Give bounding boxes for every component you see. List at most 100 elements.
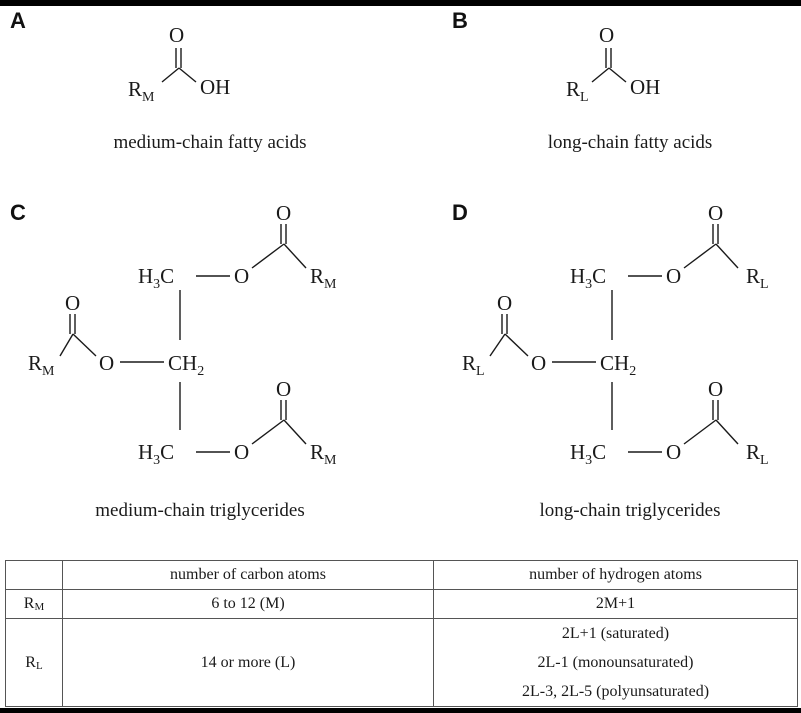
- atom-c: C: [160, 440, 174, 464]
- atom-oh: OH: [200, 75, 230, 99]
- header-hydrogen-atoms: number of hydrogen atoms: [433, 560, 798, 590]
- atom-h: H: [138, 440, 153, 464]
- header-empty-cell: [5, 560, 63, 590]
- atom-subscript-m: M: [324, 277, 337, 292]
- atom-c: C: [592, 264, 606, 288]
- bond-o-c-bottom: [251, 419, 285, 445]
- atom-subscript-m: M: [42, 364, 55, 379]
- atom-r: R: [462, 351, 476, 375]
- atom-o: O: [666, 440, 681, 464]
- svg-text:H3C: H3C: [570, 264, 606, 292]
- carbon-count-cell: 6 to 12 (M): [62, 589, 434, 619]
- atom-r: R: [128, 77, 142, 101]
- svg-text:H3C: H3C: [570, 440, 606, 468]
- atom-subscript-l: L: [476, 364, 485, 379]
- svg-text:H3C: H3C: [138, 440, 174, 468]
- atom-h: H: [570, 440, 585, 464]
- structure-medium-chain-fatty-acid: O RM OH: [128, 23, 230, 105]
- header-carbon-atoms: number of carbon atoms: [62, 560, 434, 590]
- bond-c-o-mid: [72, 333, 97, 357]
- bond-c-r-top: [715, 243, 739, 269]
- atom-c: C: [592, 440, 606, 464]
- hydrogen-monounsaturated: 2L-1 (monounsaturated): [537, 654, 694, 671]
- svg-text:H3C: H3C: [138, 264, 174, 292]
- atom-r: R: [746, 264, 760, 288]
- atom-o: O: [65, 291, 80, 315]
- svg-text:RL: RL: [566, 77, 589, 105]
- caption-medium-chain-triglycerides: medium-chain triglycerides: [95, 500, 305, 521]
- atom-o: O: [708, 377, 723, 401]
- atom-subscript-3: 3: [153, 453, 160, 468]
- chemical-structures: O RM OH O RL OH H3C O O RM RM O: [28, 23, 769, 468]
- bottom-border: [0, 708, 801, 713]
- bond-c-r-top: [283, 243, 307, 269]
- atom-r: R: [566, 77, 580, 101]
- atom-c: C: [160, 264, 174, 288]
- atom-o: O: [276, 201, 291, 225]
- bond-c-oh: [608, 67, 627, 83]
- atom-subscript-m: M: [142, 90, 155, 105]
- svg-text:CH2: CH2: [168, 351, 204, 379]
- table-row: RL 14 or more (L) 2L+1 (saturated) 2L-1 …: [5, 618, 798, 707]
- structure-medium-chain-triglyceride: H3C O O RM RM O O CH2 H3C O O RM: [28, 201, 337, 468]
- atom-r: R: [310, 440, 324, 464]
- panel-letter-d: D: [452, 200, 468, 225]
- caption-medium-chain-fatty-acids: medium-chain fatty acids: [113, 132, 307, 153]
- bond-c-r-bottom: [715, 419, 739, 445]
- structure-long-chain-triglyceride: H3C O O RL RL O O CH2 H3C O O RL: [462, 201, 769, 468]
- atom-o: O: [708, 201, 723, 225]
- svg-text:CH2: CH2: [600, 351, 636, 379]
- atom-subscript-2: 2: [197, 364, 204, 379]
- atom-h: H: [138, 264, 153, 288]
- panel-letter-c: C: [10, 200, 26, 225]
- panel-letter-b: B: [452, 8, 468, 33]
- bond-r-c: [591, 67, 610, 83]
- atom-subscript-2: 2: [629, 364, 636, 379]
- atom-subscript-3: 3: [153, 277, 160, 292]
- atom-o: O: [531, 351, 546, 375]
- atom-o: O: [169, 23, 184, 47]
- svg-text:RM: RM: [128, 77, 155, 105]
- panel-letter-a: A: [10, 8, 26, 33]
- atom-r: R: [28, 351, 42, 375]
- bond-r-c-mid: [59, 333, 74, 357]
- caption-long-chain-triglycerides: long-chain triglycerides: [539, 500, 721, 521]
- svg-text:RL: RL: [746, 440, 769, 468]
- atom-o: O: [497, 291, 512, 315]
- top-border: [0, 0, 801, 6]
- table-row: RM 6 to 12 (M) 2M+1: [5, 589, 798, 619]
- carbon-count-cell: 14 or more (L): [62, 618, 434, 707]
- atom-subscript-l: L: [760, 277, 769, 292]
- bond-o-c-bottom: [683, 419, 717, 445]
- structure-long-chain-fatty-acid: O RL OH: [566, 23, 660, 105]
- table-header-row: number of carbon atoms number of hydroge…: [5, 560, 798, 590]
- atom-o: O: [99, 351, 114, 375]
- hydrogen-polyunsaturated: 2L-3, 2L-5 (polyunsaturated): [521, 683, 710, 700]
- atom-o: O: [234, 264, 249, 288]
- atom-oh: OH: [630, 75, 660, 99]
- chain-composition-table: number of carbon atoms number of hydroge…: [5, 560, 798, 707]
- svg-text:RM: RM: [310, 440, 337, 468]
- hydrogen-count-cell: 2M+1: [433, 589, 798, 619]
- atom-o: O: [234, 440, 249, 464]
- atom-subscript-m: M: [324, 453, 337, 468]
- bond-c-oh: [178, 67, 197, 83]
- atom-o: O: [666, 264, 681, 288]
- svg-text:RM: RM: [28, 351, 55, 379]
- atom-ch: CH: [168, 351, 197, 375]
- bond-c-o-mid: [504, 333, 529, 357]
- bond-o-c-top: [251, 243, 285, 269]
- atom-subscript-3: 3: [585, 277, 592, 292]
- bond-c-r-bottom: [283, 419, 307, 445]
- hydrogen-saturated: 2L+1 (saturated): [561, 625, 670, 642]
- bond-r-c: [161, 67, 180, 83]
- row-label-rl: RL: [5, 618, 63, 707]
- caption-long-chain-fatty-acids: long-chain fatty acids: [547, 132, 713, 153]
- atom-ch: CH: [600, 351, 629, 375]
- svg-text:RL: RL: [746, 264, 769, 292]
- atom-subscript-l: L: [760, 453, 769, 468]
- atom-r: R: [310, 264, 324, 288]
- atom-o: O: [599, 23, 614, 47]
- atom-r: R: [746, 440, 760, 464]
- atom-subscript-3: 3: [585, 453, 592, 468]
